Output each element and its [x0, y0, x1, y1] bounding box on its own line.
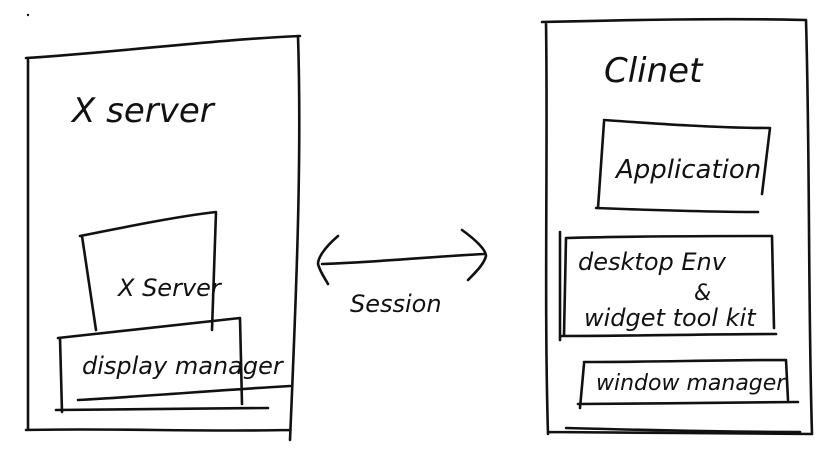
session-connection: Session	[316, 228, 488, 318]
client-panel: Clinet Application desktop Env & widget …	[540, 17, 814, 436]
desktop-env-label: desktop Env	[578, 248, 727, 276]
server-panel-base-line	[54, 406, 270, 412]
inner-xserver-box: X Server	[78, 210, 223, 332]
server-panel-title: X server	[70, 91, 216, 131]
widget-toolkit-label: widget tool kit	[584, 304, 757, 332]
desktop-env-box-outline	[558, 230, 778, 342]
desktop-env-box: desktop Env & widget tool kit	[558, 230, 778, 342]
window-manager-box: window manager	[576, 358, 800, 410]
session-label: Session	[350, 290, 442, 318]
client-panel-outline	[540, 17, 814, 436]
session-double-arrow	[316, 228, 488, 286]
stray-dot	[26, 13, 30, 17]
application-box-outline	[594, 118, 772, 214]
display-manager-label: display manager	[82, 352, 285, 380]
server-panel: X server X Server display manager	[24, 34, 302, 442]
client-panel-title: Clinet	[604, 51, 704, 91]
display-manager-box: display manager	[56, 316, 292, 414]
window-manager-label: window manager	[596, 371, 787, 396]
inner-xserver-label: X Server	[116, 274, 223, 302]
inner-xserver-box-outline	[78, 210, 218, 332]
client-panel-base-line	[564, 426, 802, 434]
window-manager-box-outline	[576, 358, 800, 410]
display-manager-box-outline	[56, 316, 292, 414]
ampersand-label: &	[694, 281, 711, 306]
application-box: Application	[594, 118, 772, 214]
application-label: Application	[614, 155, 761, 185]
server-panel-outline	[24, 34, 302, 442]
